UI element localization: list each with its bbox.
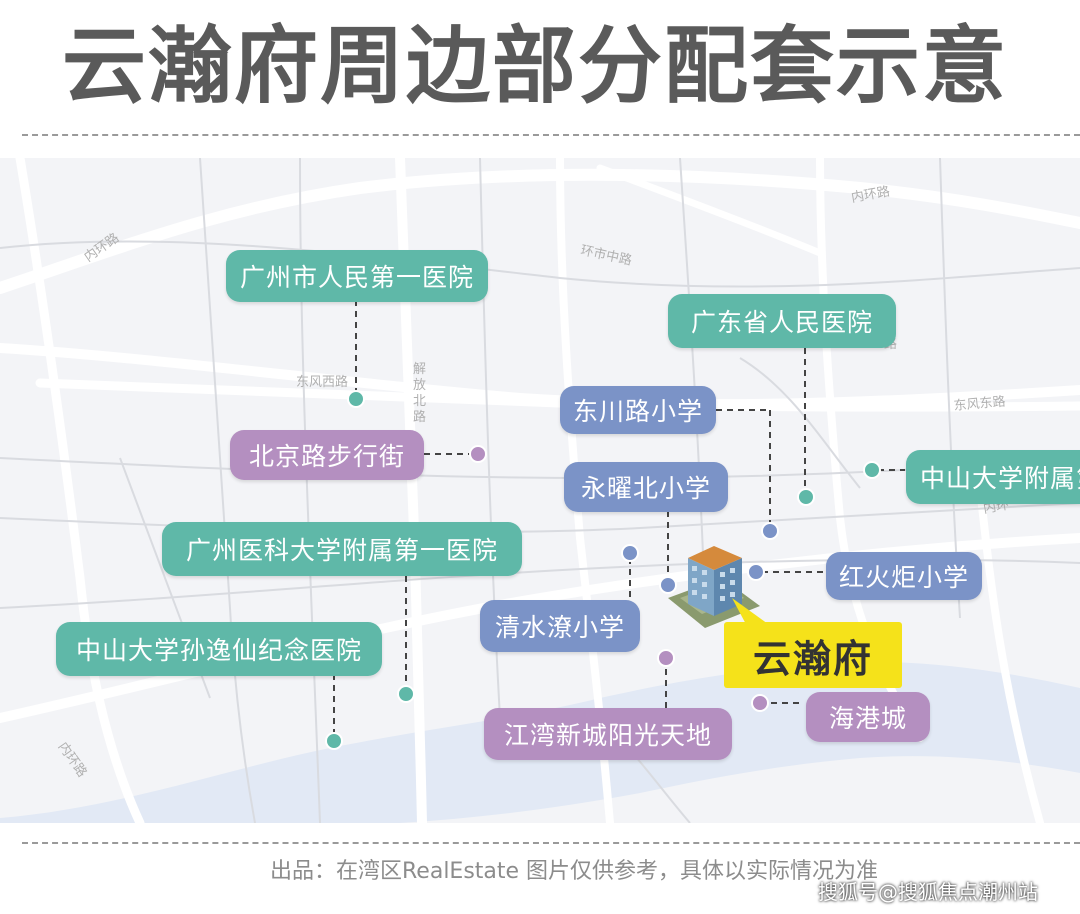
mall-label-m1[interactable]: 北京路步行街 (230, 430, 424, 480)
svg-text:放: 放 (413, 378, 426, 393)
map[interactable]: 内环路 内环路 环市中路 东风西路 东风东路 内环路 路 内环 解 放 北 路 (0, 158, 1080, 823)
target-label[interactable]: 云瀚府 (724, 622, 902, 688)
building-icon (668, 546, 768, 628)
school-label-s4[interactable]: 清水潦小学 (480, 600, 640, 652)
road-label: 东风西路 (296, 374, 348, 390)
road-label-vertical: 解 放 北 路 (413, 362, 426, 425)
school-label-s2[interactable]: 永曜北小学 (564, 462, 728, 512)
mall-label-m2[interactable]: 江湾新城阳光天地 (484, 708, 732, 760)
divider-top (22, 134, 1080, 136)
hospital-label-h2[interactable]: 广东省人民医院 (668, 294, 896, 348)
school-label-s1[interactable]: 东川路小学 (560, 386, 716, 434)
hospital-label-h5[interactable]: 中山大学附属第 (906, 450, 1080, 504)
road-label: 内环路 (850, 183, 891, 206)
svg-text:解: 解 (413, 362, 426, 377)
watermark: 搜狐号@搜狐焦点潮州站 (818, 880, 1038, 904)
divider-bottom (22, 842, 1080, 844)
hospital-label-h1[interactable]: 广州市人民第一医院 (226, 250, 488, 302)
mall-label-m3[interactable]: 海港城 (806, 692, 930, 742)
footer-credit: 出品：在湾区RealEstate 图片仅供参考，具体以实际情况为准 (270, 859, 879, 884)
page-title: 云瀚府周边部分配套示意 (62, 17, 1009, 115)
road-label: 东风东路 (953, 394, 1006, 414)
school-label-s3[interactable]: 红火炬小学 (826, 552, 982, 600)
location-dots (325, 390, 881, 750)
hospital-label-h4[interactable]: 中山大学孙逸仙纪念医院 (56, 622, 382, 676)
hospital-label-h3[interactable]: 广州医科大学附属第一医院 (162, 522, 522, 576)
svg-text:北: 北 (413, 394, 426, 409)
svg-text:路: 路 (413, 409, 426, 425)
